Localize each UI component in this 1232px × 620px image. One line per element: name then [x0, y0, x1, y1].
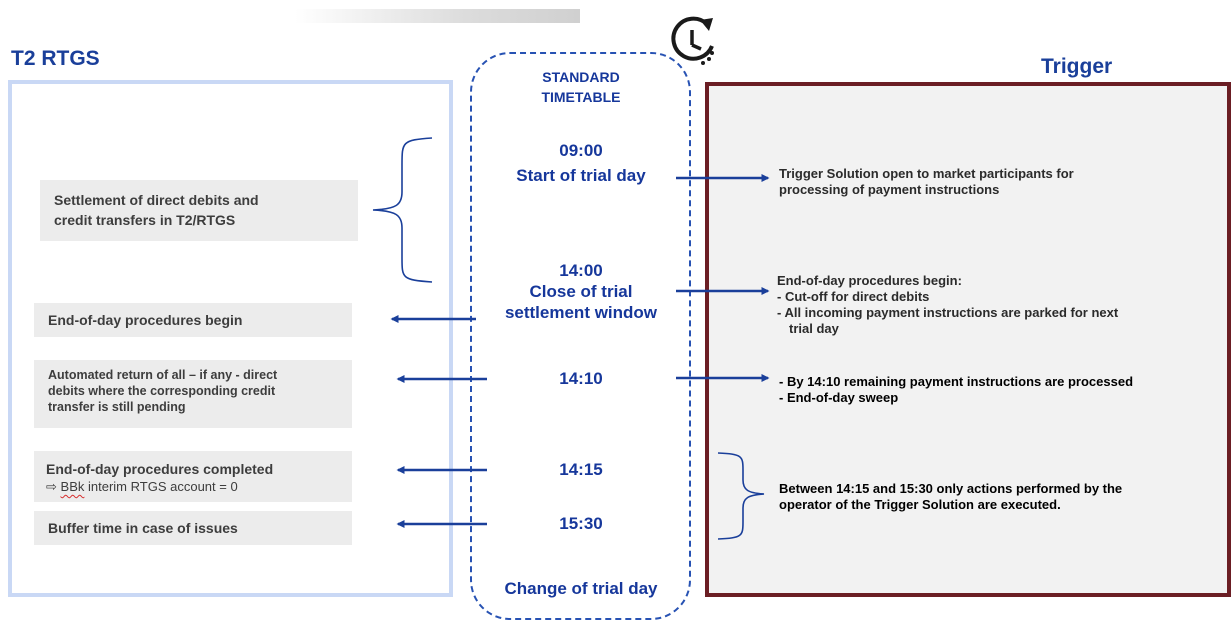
- trigger-open-line2: processing of payment instructions: [779, 182, 1000, 197]
- time-1415: 14:15: [559, 460, 603, 479]
- trigger-1410-line1: - By 14:10 remaining payment instruction…: [779, 374, 1134, 389]
- auto-return-line2: debits where the corresponding credit: [48, 384, 276, 398]
- brace-left: [372, 137, 433, 283]
- trigger-1410-line2: - End-of-day sweep: [779, 390, 899, 405]
- time-0900: 09:00: [559, 141, 603, 160]
- settlement-box: Settlement of direct debits and credit t…: [40, 180, 358, 241]
- start-trial-day-text: Start of trial day: [516, 166, 646, 185]
- interim-account-line: ⇨ BBk interim RTGS account = 0: [46, 478, 352, 496]
- right-heading: Trigger: [1041, 55, 1113, 78]
- arrow-right-icon: ⇨: [46, 479, 57, 494]
- eod-begin-box: End-of-day procedures begin: [34, 303, 352, 337]
- decorative-shadow-bar: [295, 9, 580, 23]
- trigger-eod-item3: trial day: [789, 321, 839, 336]
- eod-completed-text: End-of-day procedures completed: [46, 461, 274, 477]
- change-trial-day-text: Change of trial day: [504, 579, 658, 598]
- trigger-panel: [705, 82, 1231, 597]
- trigger-between-line2: operator of the Trigger Solution are exe…: [779, 497, 1061, 512]
- trigger-eod-item2: - All incoming payment instructions are …: [777, 305, 1119, 320]
- time-1410: 14:10: [559, 369, 603, 388]
- trigger-open-text: Trigger Solution open to market particip…: [779, 166, 1199, 198]
- time-1530: 15:30: [559, 514, 603, 533]
- trigger-eod-title: End-of-day procedures begin:: [777, 273, 962, 288]
- settlement-line2: credit transfers in T2/RTGS: [54, 212, 236, 228]
- trigger-eod-text: End-of-day procedures begin: - Cut-off f…: [777, 273, 1197, 337]
- auto-return-line3: transfer is still pending: [48, 400, 186, 414]
- trigger-between-line1: Between 14:15 and 15:30 only actions per…: [779, 481, 1123, 496]
- eod-completed-box: End-of-day procedures completed ⇨ BBk in…: [34, 451, 352, 502]
- interim-bbk-text: BBk: [60, 479, 85, 494]
- trigger-eod-item1: - Cut-off for direct debits: [777, 289, 930, 304]
- eod-begin-text: End-of-day procedures begin: [48, 312, 243, 328]
- timetable-title: STANDARD TIMETABLE: [481, 67, 681, 107]
- time-1400: 14:00: [559, 261, 603, 280]
- start-trial-day-label: Start of trial day: [481, 166, 681, 186]
- trigger-open-line1: Trigger Solution open to market particip…: [779, 166, 1074, 181]
- close-settlement-line2: settlement window: [504, 303, 658, 322]
- trigger-1410-text: - By 14:10 remaining payment instruction…: [779, 374, 1219, 406]
- timetable-title-line1: STANDARD: [542, 69, 620, 85]
- buffer-text: Buffer time in case of issues: [48, 520, 238, 536]
- auto-return-line1: Automated return of all – if any - direc…: [48, 368, 278, 382]
- buffer-box: Buffer time in case of issues: [34, 511, 352, 545]
- clock-refresh-icon: [671, 16, 714, 65]
- brace-right: [717, 452, 765, 540]
- timetable-title-line2: TIMETABLE: [541, 89, 621, 105]
- auto-return-box: Automated return of all – if any - direc…: [34, 360, 352, 428]
- settlement-line1: Settlement of direct debits and: [54, 192, 259, 208]
- trigger-between-text: Between 14:15 and 15:30 only actions per…: [779, 481, 1219, 513]
- close-settlement-line1: Close of trial: [529, 282, 633, 301]
- t2-rtgs-panel: [8, 80, 453, 597]
- change-trial-day-label: Change of trial day: [481, 579, 681, 599]
- interim-rest-text: interim RTGS account = 0: [88, 479, 238, 494]
- close-settlement-label: Close of trial settlement window: [481, 281, 681, 323]
- left-heading: T2 RTGS: [11, 47, 100, 70]
